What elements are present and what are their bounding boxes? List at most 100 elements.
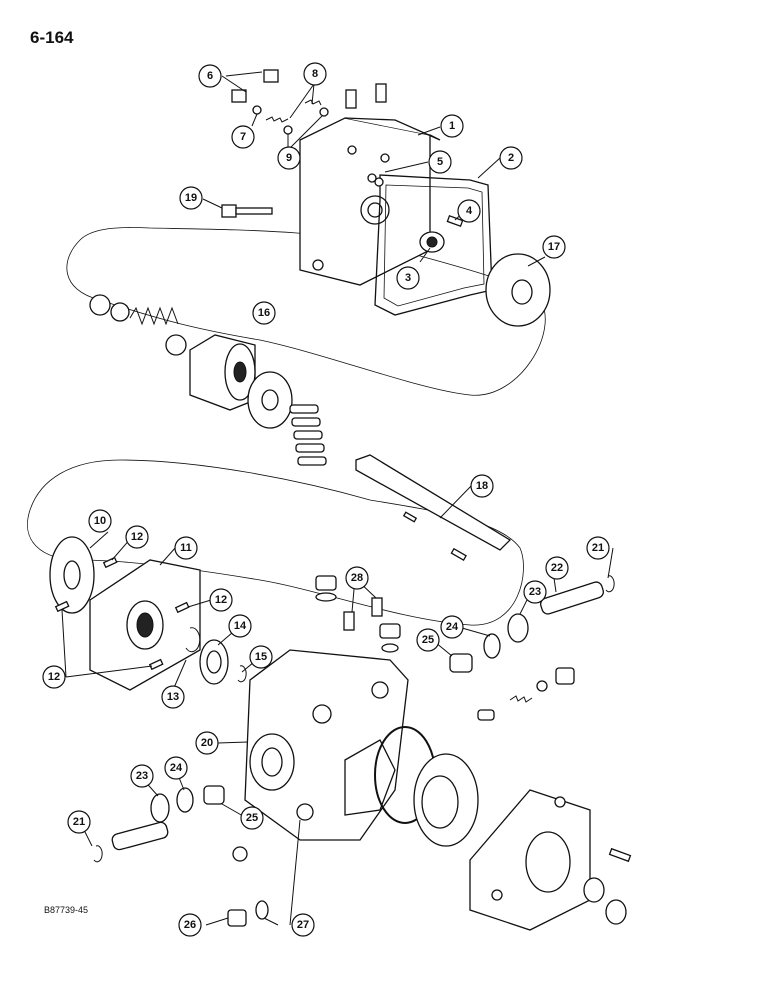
callout-12b: 12	[209, 588, 233, 612]
svg-text:8: 8	[312, 68, 318, 80]
rotating-group-16	[89, 294, 327, 466]
callout-12c: 12	[42, 665, 66, 689]
svg-text:27: 27	[297, 919, 309, 931]
group-outline-16	[66, 227, 546, 396]
callout-25a: 25	[416, 628, 440, 652]
callout-23a: 23	[523, 580, 547, 604]
charge-pump-cover	[469, 789, 591, 931]
svg-text:1: 1	[449, 120, 455, 132]
svg-text:21: 21	[73, 816, 85, 828]
svg-text:25: 25	[246, 812, 258, 824]
callout-15: 15	[249, 645, 273, 669]
svg-text:12: 12	[131, 531, 143, 543]
bearing-14	[199, 639, 229, 685]
callout-14: 14	[228, 614, 252, 638]
callout-23b: 23	[130, 764, 154, 788]
svg-text:7: 7	[240, 131, 246, 143]
svg-text:11: 11	[180, 542, 192, 554]
shaft-left	[111, 821, 169, 851]
snap-ring-21-left	[93, 845, 103, 863]
pistons	[289, 404, 327, 466]
plugs-top	[315, 575, 401, 653]
callout-17: 17	[542, 235, 566, 259]
svg-text:5: 5	[437, 156, 443, 168]
callout-16: 16	[252, 301, 276, 325]
svg-text:24: 24	[446, 621, 459, 633]
wear-plate-17	[485, 253, 551, 327]
drive-shaft-18	[355, 454, 512, 561]
callout-5: 5	[428, 150, 452, 174]
gerotor-gear	[413, 753, 479, 847]
callout-20: 20	[195, 731, 219, 755]
callout-22: 22	[545, 556, 569, 580]
svg-text:22: 22	[551, 562, 563, 574]
callout-24a: 24	[440, 615, 464, 639]
washer-23-left	[150, 793, 170, 823]
drain-plug-26	[227, 846, 248, 927]
washer-24-left	[176, 787, 194, 813]
svg-text:13: 13	[167, 691, 179, 703]
svg-text:25: 25	[422, 634, 434, 646]
svg-text:17: 17	[548, 241, 560, 253]
svg-text:20: 20	[201, 737, 213, 749]
callout-21a: 21	[586, 536, 610, 560]
svg-text:15: 15	[255, 651, 267, 663]
svg-text:10: 10	[94, 515, 106, 527]
end-cover-housing	[299, 117, 441, 286]
shaft-22-right	[540, 581, 604, 615]
callout-7: 7	[231, 125, 255, 149]
callout-9: 9	[277, 146, 301, 170]
bolt-19	[221, 204, 273, 218]
callout-27: 27	[291, 913, 315, 937]
svg-text:16: 16	[258, 307, 270, 319]
callout-13: 13	[161, 685, 185, 709]
svg-text:6: 6	[207, 70, 213, 82]
main-housing-20	[244, 649, 409, 841]
pins-12	[54, 556, 190, 671]
svg-text:26: 26	[184, 919, 196, 931]
valve-fittings	[477, 667, 575, 721]
callout-2: 2	[499, 146, 523, 170]
callout-10: 10	[88, 509, 112, 533]
svg-text:12: 12	[48, 671, 60, 683]
set-screws	[345, 83, 387, 109]
svg-text:4: 4	[466, 205, 473, 217]
callout-4: 4	[457, 199, 481, 223]
bushing-3	[419, 231, 445, 253]
springs-8	[265, 99, 322, 123]
callout-18: 18	[470, 474, 494, 498]
svg-text:19: 19	[185, 192, 197, 204]
figure-id: B87739-45	[44, 905, 89, 915]
callout-25b: 25	[240, 806, 264, 830]
thrust-washer-10	[49, 536, 95, 614]
cradle-11	[89, 559, 201, 691]
callout-19: 19	[179, 186, 203, 210]
svg-text:24: 24	[170, 762, 183, 774]
svg-text:23: 23	[136, 770, 148, 782]
svg-text:3: 3	[405, 272, 411, 284]
pin-4	[446, 214, 464, 228]
gasket-2	[374, 174, 493, 316]
seal-ring-7	[252, 105, 262, 115]
snap-ring-21-right	[605, 575, 615, 593]
svg-text:21: 21	[592, 542, 604, 554]
cover-hardware	[583, 847, 632, 925]
snap-ring-13	[185, 627, 201, 653]
svg-text:23: 23	[529, 586, 541, 598]
callout-6: 6	[198, 64, 222, 88]
leader-lines	[61, 71, 614, 926]
svg-text:14: 14	[234, 620, 247, 632]
svg-text:18: 18	[476, 480, 488, 492]
washer-24-right	[483, 633, 501, 659]
group-outline-18	[27, 459, 524, 626]
page-number: 6-164	[30, 28, 74, 47]
callout-3: 3	[396, 266, 420, 290]
o-rings-5	[367, 173, 384, 187]
svg-text:9: 9	[286, 152, 292, 164]
callout-24b: 24	[164, 756, 188, 780]
bushing-25-left	[203, 785, 225, 805]
plugs-6	[231, 69, 279, 103]
callout-8: 8	[303, 62, 327, 86]
